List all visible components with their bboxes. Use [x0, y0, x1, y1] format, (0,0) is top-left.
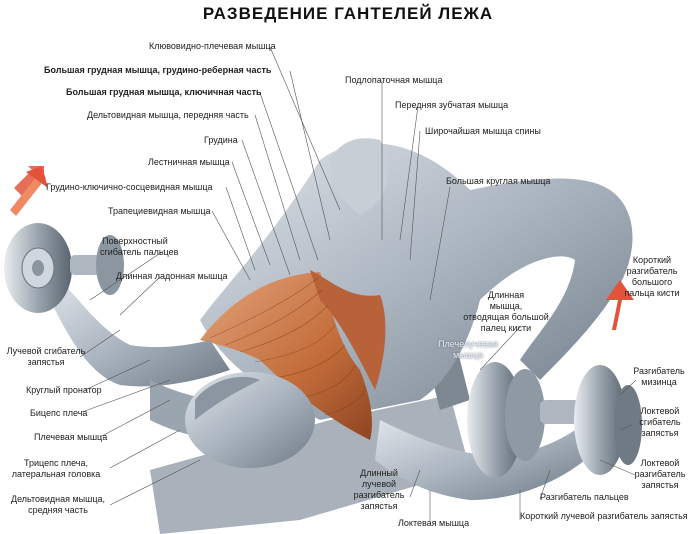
diagram-title: РАЗВЕДЕНИЕ ГАНТЕЛЕЙ ЛЕЖА — [202, 4, 494, 23]
label-extensor-pollicis-brevis: Короткий разгибатель большого пальца кис… — [624, 255, 680, 298]
label-trapezius: Трапециевидная мышца — [108, 206, 211, 216]
label-scm: Грудино-ключично-сосцевидная мышца — [46, 182, 213, 192]
label-deltoid-middle: Дельтовидная мышца, средняя часть — [10, 494, 105, 515]
leader-lines — [79, 46, 637, 522]
label-teres-major: Большая круглая мышца — [446, 176, 551, 186]
motion-arrows — [10, 166, 634, 330]
label-palmaris-longus: Длинная ладонная мышца — [116, 271, 228, 281]
label-extensor-carpi-radialis-brevis: Короткий лучевой разгибатель запястья — [520, 511, 688, 521]
label-pec-clavicular: Большая грудная мышца, ключичная часть — [66, 87, 262, 97]
label-deltoid-front: Дельтовидная мышца, передняя часть — [87, 110, 249, 120]
label-flexor-superficialis: Поверхностный сгибатель пальцев — [100, 236, 179, 257]
label-anconeus: Локтевая мышца — [398, 518, 470, 528]
label-triceps-lateral: Трицепс плеча, латеральная головка — [11, 458, 101, 479]
label-extensor-digitorum: Разгибатель пальцев — [540, 492, 629, 502]
pectoral-muscle — [200, 270, 386, 440]
right-dumbbell — [467, 362, 642, 478]
label-brachialis: Плечевая мышца — [34, 432, 108, 442]
label-flexor-carpi-ulnaris: Локтевой сгибатель запястья — [639, 406, 681, 438]
label-extensor-carpi-ulnaris: Локтевой разгибатель запястья — [634, 458, 686, 490]
label-flexor-carpi-radialis: Лучевой сгибатель запястья — [6, 346, 86, 367]
label-scalene: Лестничная мышца — [148, 157, 230, 167]
label-pec-sternal: Большая грудная мышца, грудино-реберная … — [44, 65, 272, 75]
label-serratus-anterior: Передняя зубчатая мышца — [395, 100, 509, 110]
label-subscapularis: Подлопаточная мышца — [345, 75, 443, 85]
label-pronator-teres: Круглый пронатор — [26, 385, 102, 395]
label-coracobrachialis: Клювовидно-плечевая мышца — [149, 41, 276, 51]
label-extensor-digiti-minimi: Разгибатель мизинца — [633, 366, 685, 387]
label-latissimus: Широчайшая мышца спины — [425, 126, 541, 136]
label-brachioradialis: Плечелучевая мышца — [438, 339, 498, 360]
label-biceps: Бицепс плеча — [30, 408, 88, 418]
label-abductor-pollicis-longus: Длинная мышца, отводящая большой палец к… — [463, 290, 549, 333]
label-extensor-carpi-radialis-longus: Длинный лучевой разгибатель запястья — [353, 468, 405, 511]
left-dumbbell — [4, 223, 124, 313]
label-sternum: Грудина — [204, 135, 238, 145]
head — [185, 372, 315, 468]
